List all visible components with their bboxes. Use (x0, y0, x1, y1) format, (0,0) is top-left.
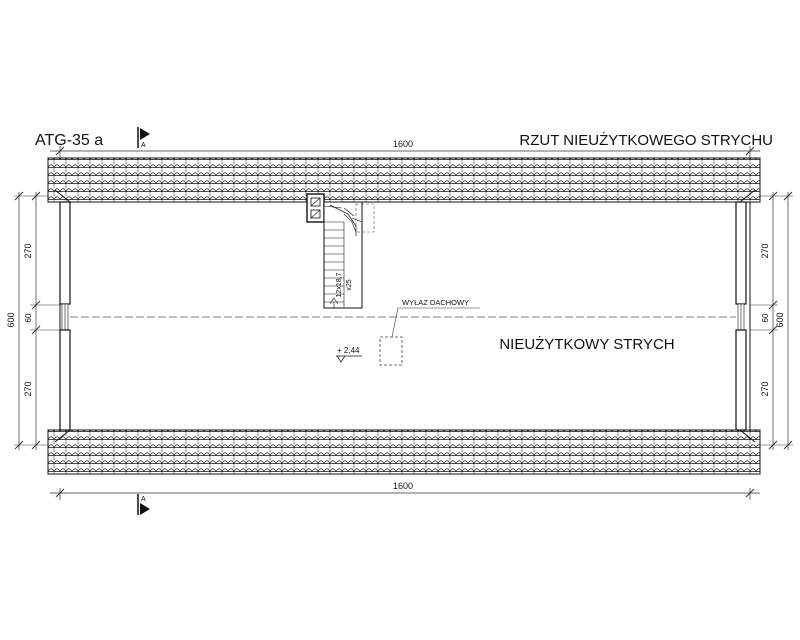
roof-tiles-top (47, 157, 761, 203)
dimension-bottom-label: 1600 (393, 481, 413, 491)
project-code: ATG-35 a (35, 132, 103, 149)
gable-wall-left (59, 201, 71, 431)
dimension-right-total: 600 (775, 312, 785, 327)
drawing-title: RZUT NIEUŻYTKOWEGO STRYCHU (519, 131, 773, 149)
stair-opening-outline (355, 203, 375, 233)
section-label-bottom: A (141, 496, 146, 503)
chimney (306, 193, 325, 223)
section-marker-bottom: A (137, 494, 150, 515)
stair-tread-label: x25 (346, 279, 353, 290)
room-name: NIEUŻYTKOWY STRYCH (499, 335, 674, 353)
roof-hatch-label: WYŁAZ DACHOWY (402, 298, 469, 307)
dimension-right-upper: 270 (760, 243, 770, 258)
level-mark (336, 355, 362, 363)
dimension-left-mid: 60 (24, 313, 33, 322)
section-label-top: A (141, 142, 146, 149)
dimension-top-label: 1600 (393, 139, 413, 149)
staircase (323, 201, 375, 309)
corner-marks (54, 189, 756, 443)
dimension-left-lower: 270 (23, 381, 33, 396)
dimension-left-upper: 270 (23, 243, 33, 258)
stair-steps-label: 12x18,7 (336, 272, 343, 297)
dimension-left (14, 191, 60, 450)
dimension-right (750, 191, 793, 450)
gable-wall-right (735, 201, 747, 431)
dimension-top (50, 146, 760, 158)
dimension-left-total: 600 (6, 312, 16, 327)
dimension-bottom (50, 488, 760, 500)
dimension-right-mid: 60 (761, 313, 770, 322)
roof-hatch (379, 307, 480, 366)
roof-tiles-bottom (47, 429, 761, 475)
dimension-right-lower: 270 (760, 381, 770, 396)
level-mark-label: + 2,44 (337, 346, 360, 355)
attic-interior (59, 201, 751, 431)
section-marker-top: A (137, 127, 150, 149)
